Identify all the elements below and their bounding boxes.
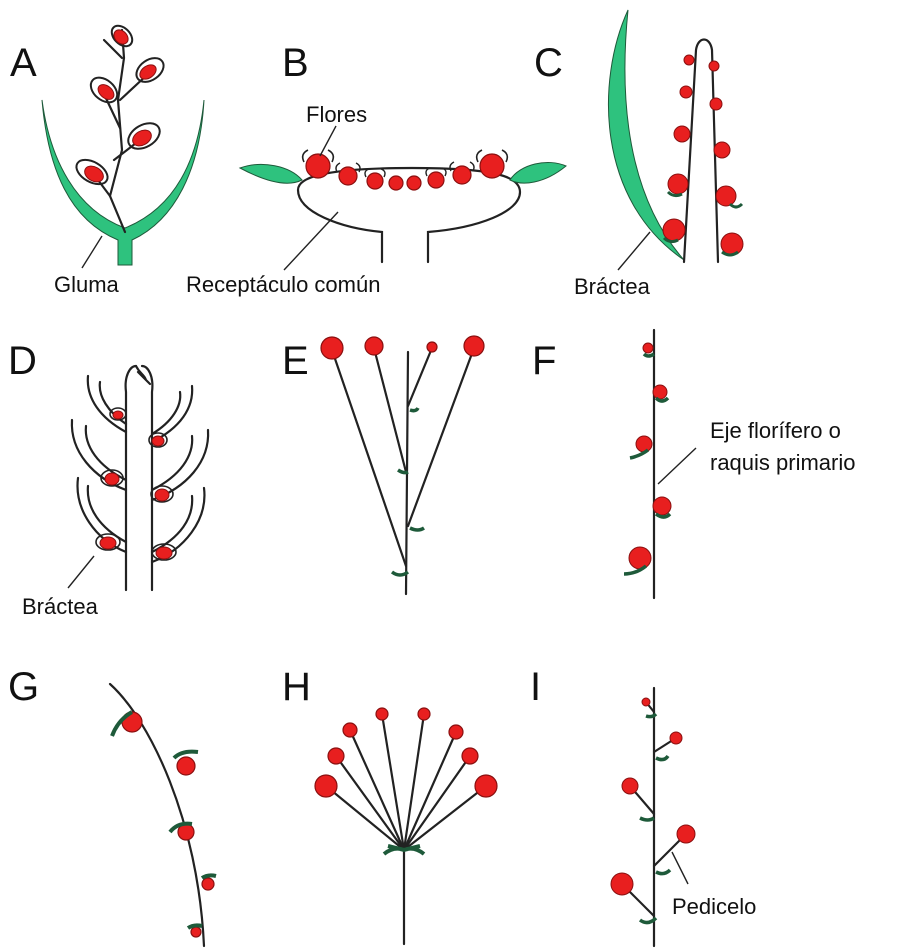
flower [643, 343, 653, 353]
flower [477, 150, 508, 178]
flower [149, 433, 167, 447]
involucral-bract [510, 162, 566, 183]
receptacle-label: Receptáculo común [186, 272, 380, 297]
floret [132, 53, 168, 87]
glume-shape [42, 100, 204, 265]
panel-i: I Pedicelo [530, 665, 756, 946]
axis-label-line2: raquis primario [710, 450, 856, 475]
flower [653, 385, 667, 399]
flower [426, 168, 446, 188]
panel-b-letter: B [282, 41, 309, 85]
flower [336, 163, 360, 185]
flower [670, 732, 682, 744]
panel-g: G [8, 665, 216, 946]
flower [684, 55, 694, 65]
flower [177, 757, 195, 775]
axis-label-line1: Eje florífero o [710, 418, 841, 443]
flower [365, 337, 383, 355]
flower [475, 775, 497, 797]
flower [151, 486, 173, 502]
flower [710, 98, 722, 110]
flower [418, 708, 430, 720]
gluma-leader [82, 236, 102, 268]
flower [365, 169, 385, 189]
flower [611, 873, 633, 895]
axis-leader [658, 448, 696, 484]
flower [450, 162, 474, 184]
flower [343, 723, 357, 737]
panel-i-letter: I [530, 665, 541, 709]
flower [677, 825, 695, 843]
receptacle-leader [284, 212, 338, 270]
panel-e: E [282, 336, 484, 594]
flower [315, 775, 337, 797]
spikelet-axis [110, 30, 125, 232]
panel-f-letter: F [532, 339, 556, 383]
flower [407, 176, 421, 190]
flower [622, 778, 638, 794]
flower [653, 497, 671, 515]
flores-leader [320, 126, 336, 156]
pedicel [374, 348, 406, 472]
floret [86, 73, 122, 108]
flower [464, 336, 484, 356]
flower [716, 186, 736, 206]
flower [636, 436, 652, 452]
flower [449, 725, 463, 739]
flower [462, 748, 478, 764]
panel-e-letter: E [282, 339, 309, 383]
ray [382, 714, 404, 850]
pedicel [408, 348, 474, 526]
bractea-c-label: Bráctea [574, 274, 651, 299]
flower [427, 342, 437, 352]
flower [714, 142, 730, 158]
panel-c-letter: C [534, 41, 563, 85]
flower [642, 698, 650, 706]
flower [680, 86, 692, 98]
flower [663, 219, 685, 241]
flower [321, 337, 343, 359]
involucral-bract [240, 164, 302, 183]
panel-h-letter: H [282, 665, 311, 709]
pedicelo-leader [672, 852, 688, 884]
panel-h: H [282, 665, 497, 944]
floret [72, 155, 111, 189]
flower [674, 126, 690, 142]
flower [721, 233, 743, 255]
panel-a: A Gluma [10, 22, 204, 297]
lateral-branch [88, 376, 126, 432]
bractea-d-leader [68, 556, 94, 588]
panel-c: C Bráctea [534, 10, 743, 299]
flower [709, 61, 719, 71]
panel-a-letter: A [10, 41, 37, 85]
ray [350, 730, 404, 850]
flower [191, 927, 201, 937]
bractea-c-leader [618, 232, 650, 270]
flower [202, 878, 214, 890]
flower [96, 534, 120, 550]
panel-d: D Bráctea [8, 339, 208, 619]
spadix [684, 40, 718, 263]
flower [389, 176, 403, 190]
panel-f: F Eje florífero o raquis primario [532, 330, 856, 598]
flower [629, 547, 651, 569]
main-axis [126, 366, 153, 590]
flower [328, 748, 344, 764]
pedicel [332, 350, 406, 566]
flower [668, 174, 688, 194]
panel-d-letter: D [8, 339, 37, 383]
panel-b: B Flores Receptáculo común [186, 41, 566, 297]
gluma-label: Gluma [54, 272, 120, 297]
floret [108, 22, 136, 50]
flower [376, 708, 388, 720]
ray [404, 756, 470, 850]
panel-g-letter: G [8, 665, 39, 709]
pedicelo-label: Pedicelo [672, 894, 756, 919]
flores-label: Flores [306, 102, 367, 127]
bractea-d-label: Bráctea [22, 594, 99, 619]
ray [404, 786, 486, 850]
pedicel [408, 348, 432, 406]
